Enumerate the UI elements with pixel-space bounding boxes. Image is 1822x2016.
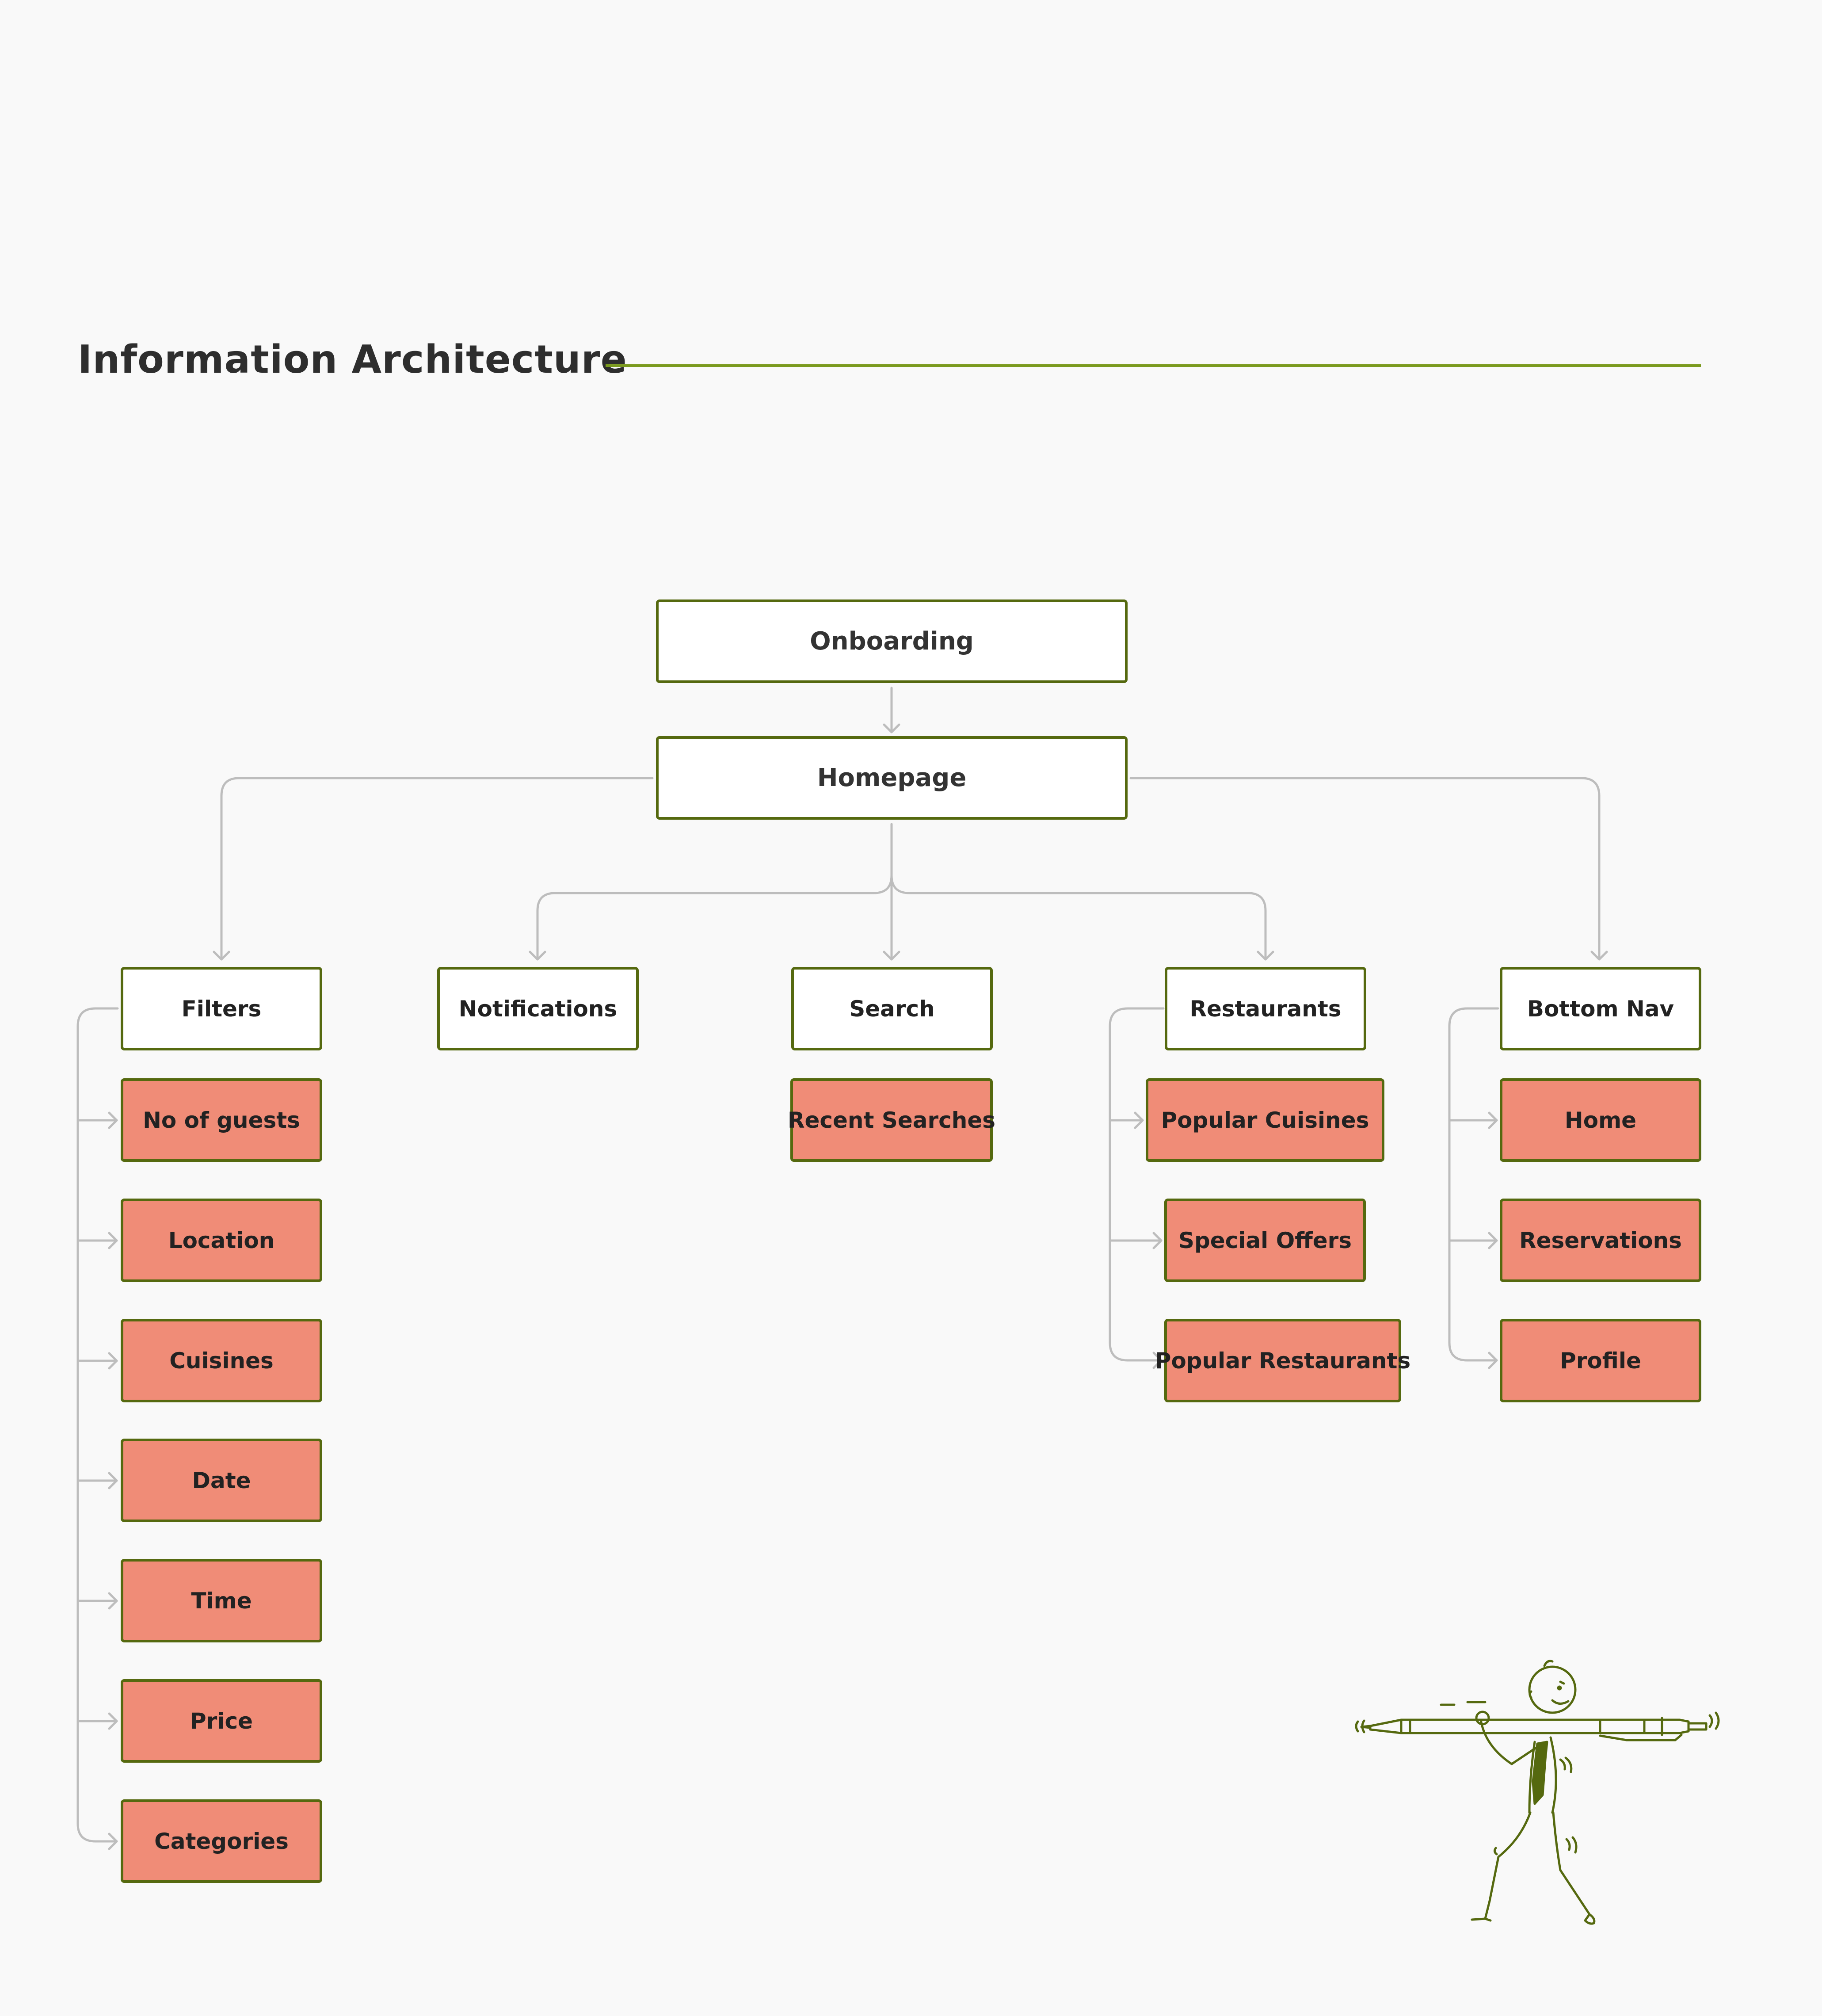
onboarding-node: Onboarding: [656, 599, 1128, 683]
special-offers-node: Special Offers: [1164, 1199, 1366, 1282]
search-node: Search: [791, 967, 993, 1050]
title-divider: [606, 364, 1701, 367]
connector-homepage-notifications: [536, 874, 893, 961]
filter-categories-node: Categories: [121, 1799, 322, 1883]
filter-no-of-guests-node: No of guests: [121, 1078, 322, 1162]
nav-profile-node: Profile: [1500, 1319, 1701, 1402]
restaurants-node: Restaurants: [1165, 967, 1366, 1050]
filter-date-node: Date: [121, 1439, 322, 1522]
recent-searches-node: Recent Searches: [788, 1078, 995, 1162]
nav-home-node: Home: [1500, 1078, 1701, 1162]
man-carrying-pen-icon: [1355, 1660, 1720, 1925]
connector-homepage-restaurants: [890, 874, 1267, 961]
filter-location-node: Location: [121, 1199, 322, 1282]
filter-price-node: Price: [121, 1679, 322, 1763]
nav-reservations-node: Reservations: [1500, 1199, 1701, 1282]
connector-homepage-bottomnav: [1129, 777, 1601, 961]
notifications-node: Notifications: [437, 967, 639, 1050]
page-title: Information Architecture: [78, 337, 627, 382]
connector-homepage-filters: [220, 777, 654, 961]
popular-cuisines-node: Popular Cuisines: [1146, 1078, 1384, 1162]
filter-cuisines-node: Cuisines: [121, 1319, 322, 1402]
connector-bottomnav-bracket: [1448, 1007, 1499, 1362]
connector-restaurants-bracket: [1109, 1007, 1165, 1362]
popular-restaurants-node: Popular Restaurants: [1155, 1319, 1410, 1402]
filters-node: Filters: [121, 967, 322, 1050]
filter-time-node: Time: [121, 1559, 322, 1642]
bottom-nav-node: Bottom Nav: [1500, 967, 1701, 1050]
arrowheads: [108, 723, 1608, 1850]
homepage-node: Homepage: [656, 736, 1128, 820]
connector-filters-bracket: [76, 1007, 119, 1843]
